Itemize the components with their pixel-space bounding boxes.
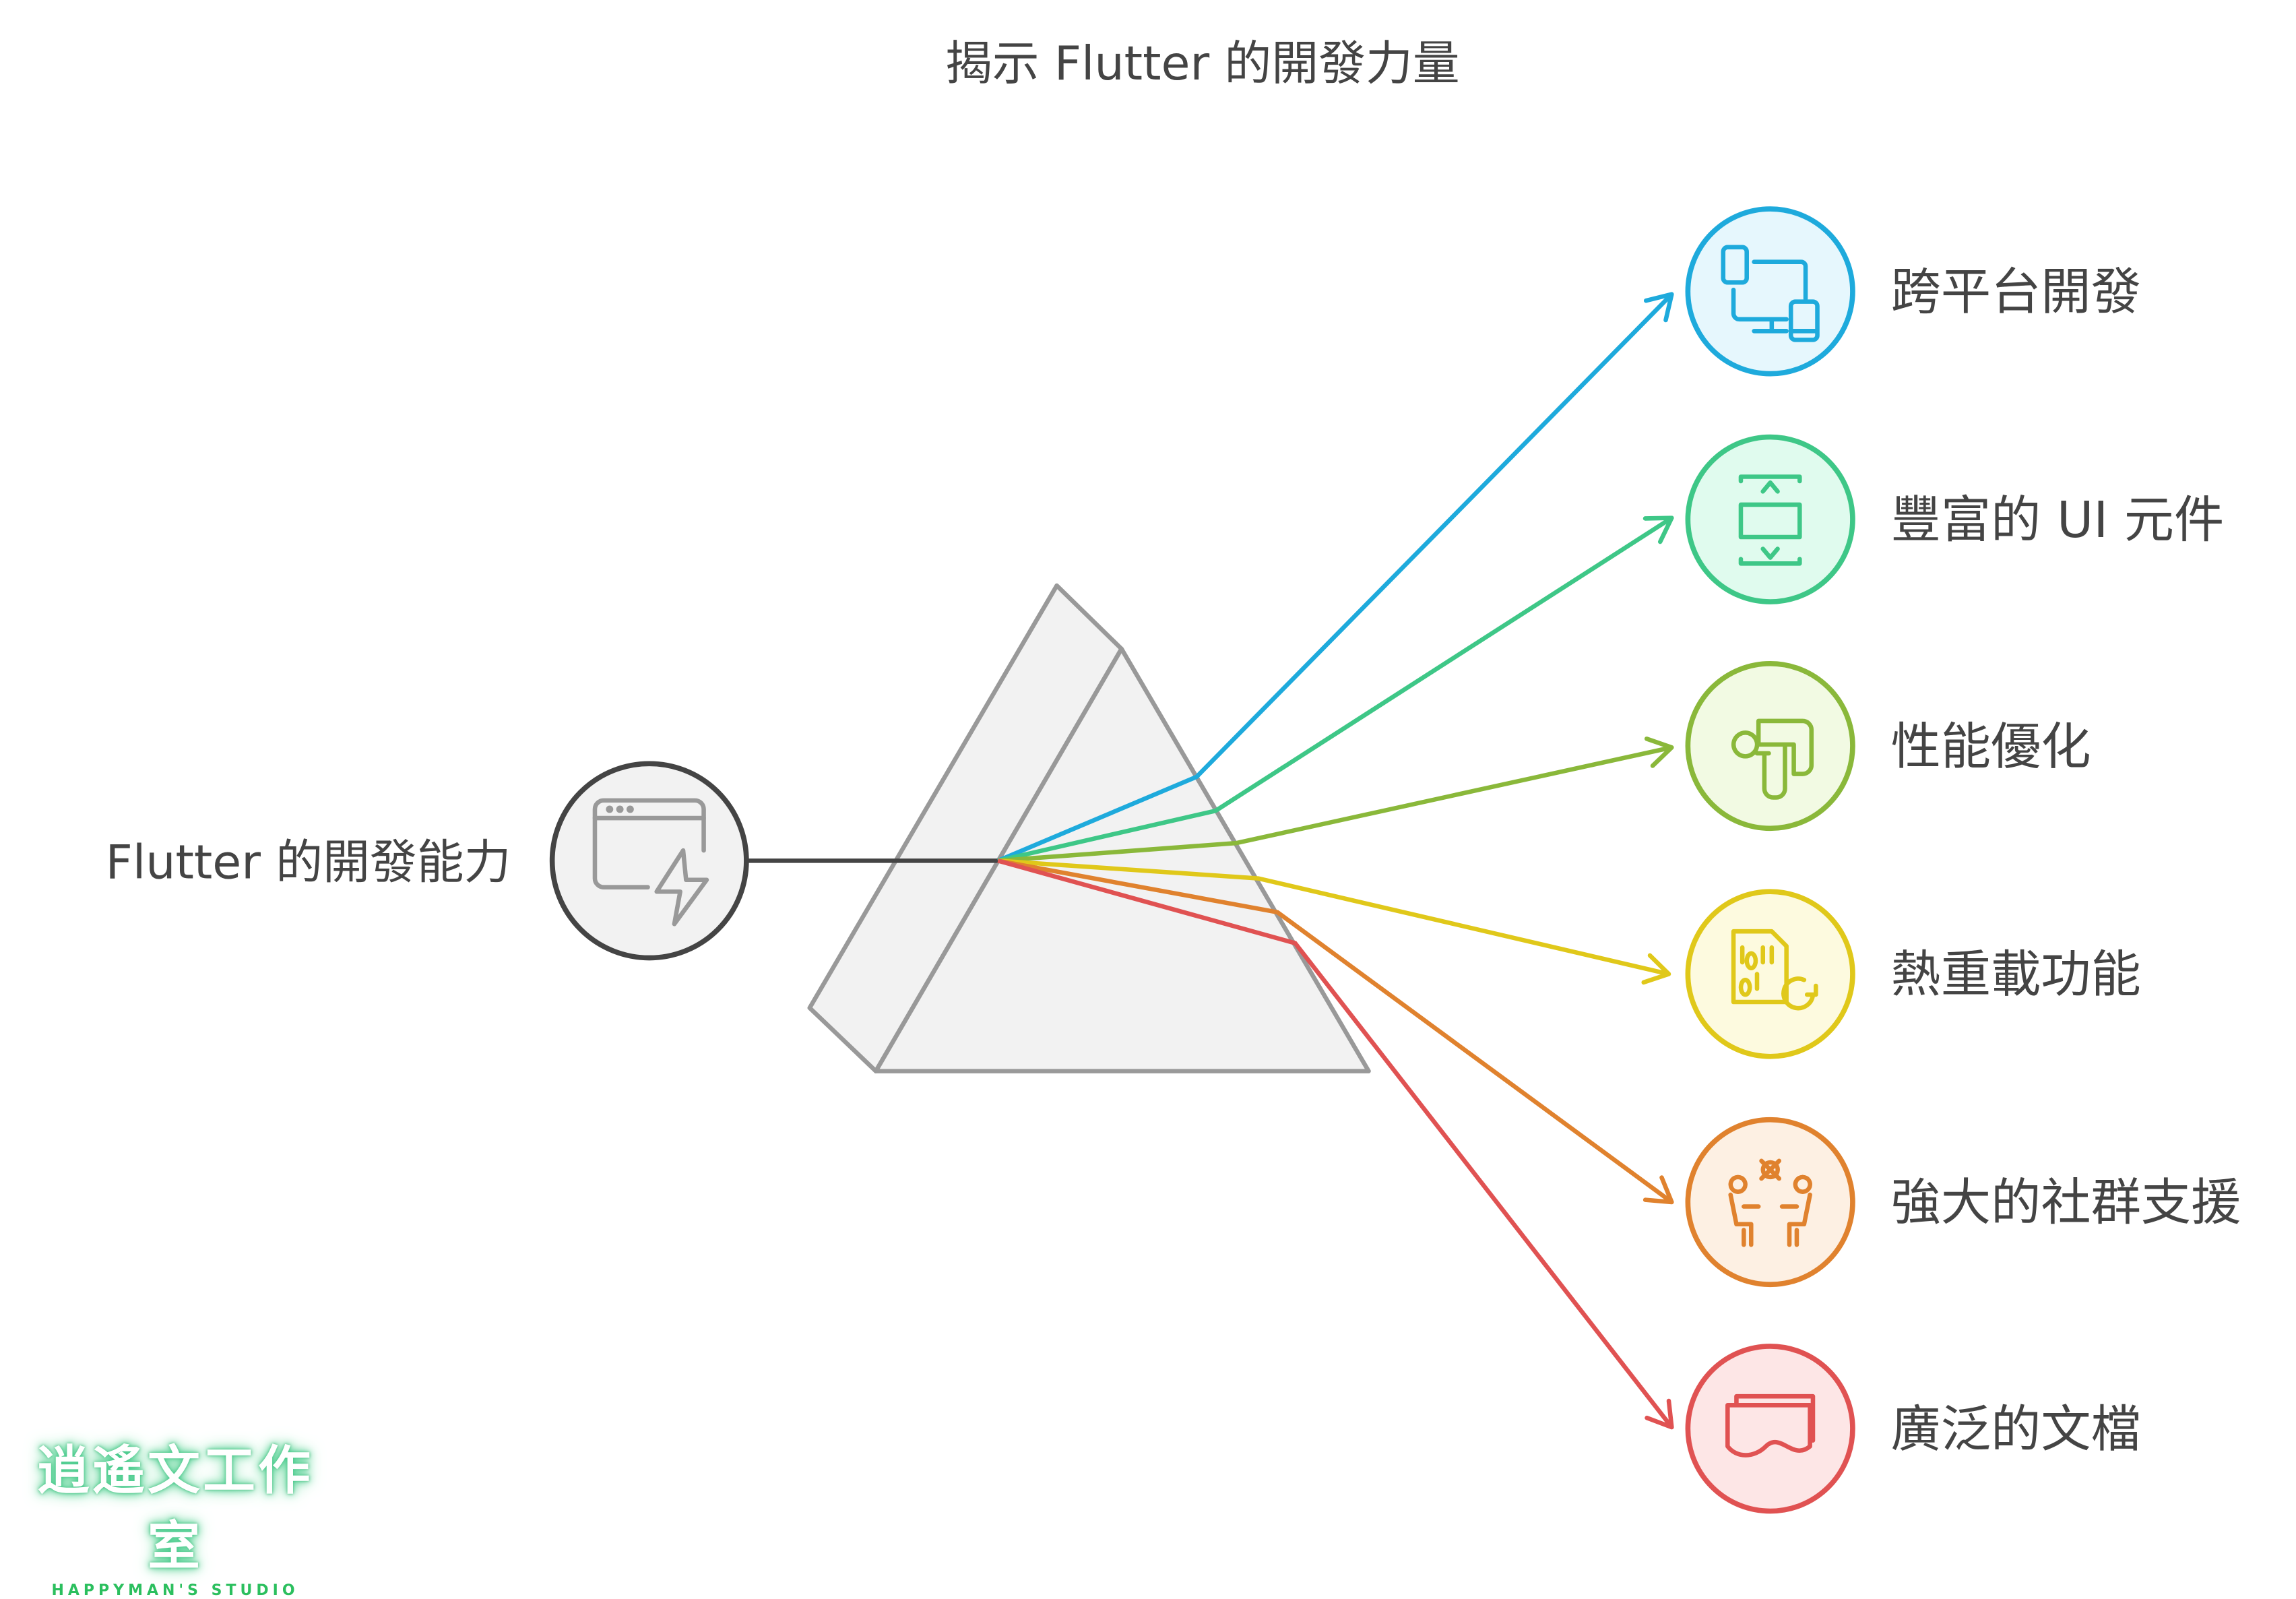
output-node-6[interactable]: 廣泛的文檔 <box>1685 1344 2141 1514</box>
ray-2 <box>997 515 1674 863</box>
arrowhead-icon <box>1643 292 1674 323</box>
devices-icon <box>1721 245 1820 342</box>
output-label: 熱重載功能 <box>1891 945 2141 1004</box>
output-label: 性能優化 <box>1891 717 2091 776</box>
output-circle <box>1685 206 1855 377</box>
ray-6 <box>997 858 1674 1430</box>
output-circle <box>1685 434 1855 604</box>
watermark-logo: 逍遙文工作室 HAPPYMAN'S STUDIO <box>13 1429 337 1599</box>
ray-line <box>998 745 1673 863</box>
output-circle <box>1685 1344 1855 1514</box>
source-label: Flutter 的開發能力 <box>106 836 511 890</box>
arrowhead-icon <box>1641 953 1671 985</box>
source-circle <box>549 761 749 961</box>
resize-frame-icon <box>1738 474 1802 566</box>
pipe-route-icon <box>1731 718 1814 800</box>
output-node-5[interactable]: 強大的社群支援 <box>1685 1117 2241 1288</box>
ray-line <box>997 515 1673 863</box>
app-window-lightning-icon <box>592 798 709 927</box>
diagram-title: 揭示 Flutter 的開發力量 <box>945 36 1460 91</box>
community-people-icon <box>1728 1158 1812 1247</box>
document-scroll-icon <box>1725 1393 1816 1457</box>
output-circle <box>1685 889 1855 1059</box>
arrowhead-icon <box>1643 1175 1674 1205</box>
output-circle <box>1685 1117 1855 1288</box>
prism <box>807 583 1371 1073</box>
ray-line <box>997 858 1673 1429</box>
ray-4 <box>998 858 1671 985</box>
binary-file-refresh-icon <box>1731 929 1818 1011</box>
watermark-title: 逍遙文工作室 <box>36 1441 313 1577</box>
output-label: 跨平台開發 <box>1891 263 2141 321</box>
arrowhead-icon <box>1644 736 1674 768</box>
arrowhead-icon <box>1643 515 1674 544</box>
output-label: 廣泛的文檔 <box>1891 1400 2141 1458</box>
output-node-3[interactable]: 性能優化 <box>1685 660 2091 832</box>
ray-5 <box>997 858 1674 1205</box>
source-node[interactable]: Flutter 的開發能力 <box>106 761 749 961</box>
prism-diagram: 揭示 Flutter 的開發力量 Flutter 的開發能力 跨平台開發豐富的 … <box>106 36 2241 1514</box>
ray-1 <box>997 292 1674 863</box>
output-node-2[interactable]: 豐富的 UI 元件 <box>1685 434 2225 604</box>
ray-line <box>997 292 1673 863</box>
output-label: 豐富的 UI 元件 <box>1891 491 2225 549</box>
output-label: 強大的社群支援 <box>1891 1173 2241 1232</box>
watermark-subtitle: HAPPYMAN'S STUDIO <box>51 1582 299 1599</box>
output-node-1[interactable]: 跨平台開發 <box>1685 206 2141 377</box>
output-node-4[interactable]: 熱重載功能 <box>1685 889 2141 1059</box>
ray-line <box>997 858 1673 1204</box>
ray-3 <box>998 736 1674 863</box>
arrowhead-icon <box>1645 1398 1674 1430</box>
ray-line <box>998 858 1669 976</box>
